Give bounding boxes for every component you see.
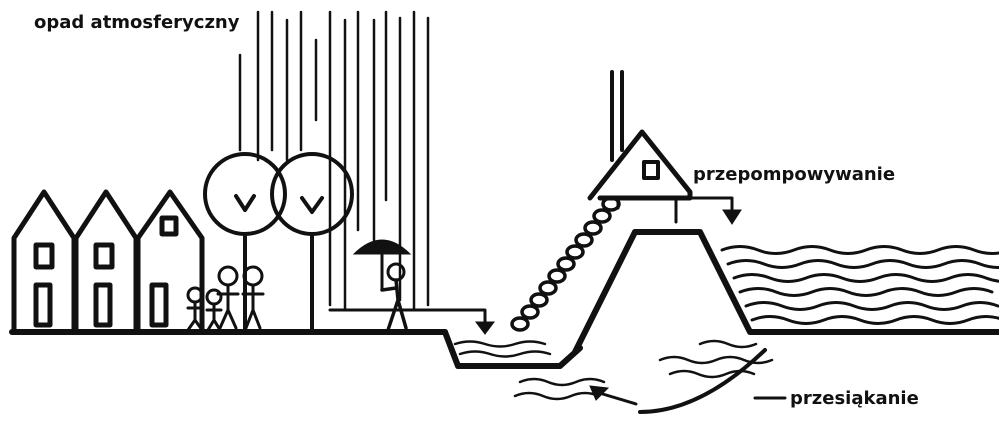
houses xyxy=(14,192,202,330)
person-with-umbrella xyxy=(354,240,410,330)
house-2 xyxy=(76,192,136,330)
tree-trunk-1 xyxy=(236,196,254,330)
people-group xyxy=(188,267,263,330)
house-1 xyxy=(14,192,74,330)
ditch xyxy=(445,332,580,366)
pumping-label: przepompowywanie xyxy=(693,164,895,185)
tree-trunk-2 xyxy=(302,198,322,330)
groundwater-waves xyxy=(515,341,772,399)
pumping-arrow xyxy=(618,198,741,224)
river-waves xyxy=(722,247,999,324)
precipitation-label: opad atmosferyczny xyxy=(34,12,240,33)
seepage-label: przesiąkanie xyxy=(790,388,919,409)
pump-screw xyxy=(512,198,619,330)
pumping-station xyxy=(590,72,690,198)
